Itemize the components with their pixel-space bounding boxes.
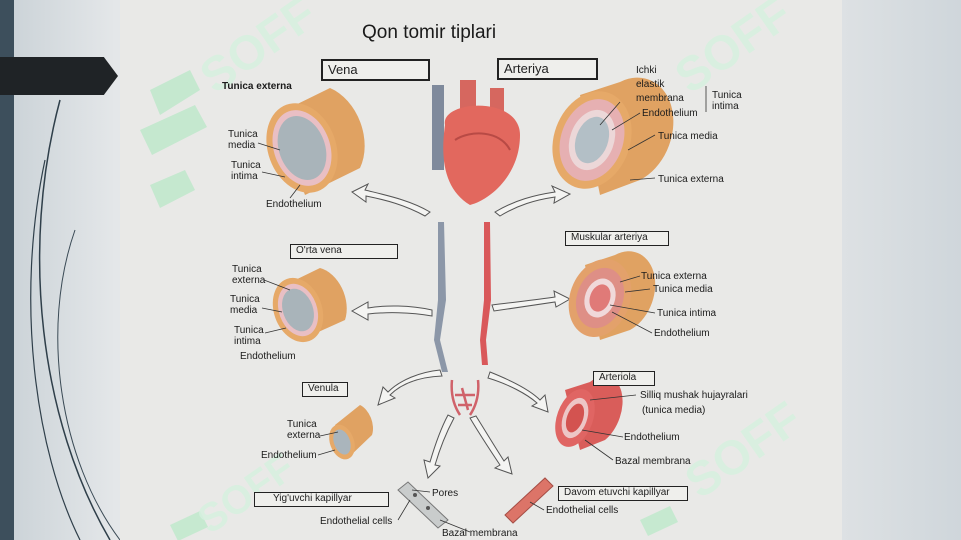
box-muskular-arteriya: Muskular arteriya [565,231,669,246]
label-arteriola-tunica-media: (tunica media) [642,405,706,416]
label-arteriya-tunica-media: Tunica media [658,131,718,142]
box-davom-etuvchi-kapillyar: Davom etuvchi kapillyar [558,486,688,501]
central-artery [480,222,491,365]
diagram-panel [120,0,842,540]
label-muskular-tunica-intima: Tunica intima [657,308,717,319]
page-title: Qon tomir tiplari [362,22,497,43]
label-muskular-tunica-media: Tunica media [653,284,713,295]
heart-illustration [432,80,520,205]
label-vena-tunica-externa: Tunica externa [222,81,292,92]
box-venula: Venula [302,382,348,397]
arteriola-tube [555,376,623,450]
label-muskular-endothelium: Endothelium [654,328,710,339]
orta-vena-tube [272,268,347,343]
left-accent-strip [0,0,14,540]
vena-tube [266,88,365,195]
label-arteriya-endothelium: Endothelium [642,108,698,119]
muskular-arteriya-tube [568,251,656,340]
label-arteriola-endothelium: Endothelium [624,432,680,443]
label-arteriya-tunica-intima: Tunica intima [712,90,742,112]
label-arteriola-silliq: Silliq mushak hujayralari [640,390,748,401]
label-arteriola-bazal-membrana: Bazal membrana [615,456,691,467]
label-vena-tunica-intima: Tunica intima [231,160,261,182]
label-muskular-tunica-externa: Tunica externa [641,271,707,282]
watermark-text-2: SOFF [666,0,801,104]
label-arteriya-ichki-elastik: Ichki elastik membrana [636,65,684,104]
label-orta-vena-tunica-intima: Tunica intima [234,325,264,347]
davom-etuvchi-kapillyar-tube [504,477,554,524]
label-kapillyar-endothelial-cells: Endothelial cells [320,516,393,527]
yiguvchi-kapillyar-tube [397,481,449,529]
leader-lines [257,86,707,533]
label-arteriya-tunica-externa: Tunica externa [658,174,724,185]
venula-tube [329,405,374,460]
box-vena: Vena [321,59,430,81]
arrows [350,182,572,479]
label-vena-tunica-media: Tunica media [228,129,258,151]
label-davom-endothelial-cells: Endothelial cells [546,505,619,516]
capillary-network [450,379,480,416]
arteriya-tube [552,77,674,195]
label-orta-vena-tunica-externa: Tunica externa [232,264,266,286]
label-orta-vena-endothelium: Endothelium [240,351,296,362]
label-venula-tunica-externa: Tunica externa [287,419,321,441]
box-yiguvchi-kapillyar: Yig'uvchi kapillyar [254,492,389,507]
label-vena-endothelium: Endothelium [266,199,322,210]
box-orta-vena: O'rta vena [290,244,398,259]
label-kapillyar-pores: Pores [432,488,459,499]
label-kapillyar-bazal-membrana: Bazal membrana [442,528,518,539]
central-vein [434,222,448,372]
box-arteriya: Arteriya [497,58,598,80]
label-orta-vena-tunica-media: Tunica media [230,294,260,316]
left-tab-marker [0,57,118,95]
box-arteriola: Arteriola [593,371,655,386]
label-venula-endothelium: Endothelium [261,450,317,461]
